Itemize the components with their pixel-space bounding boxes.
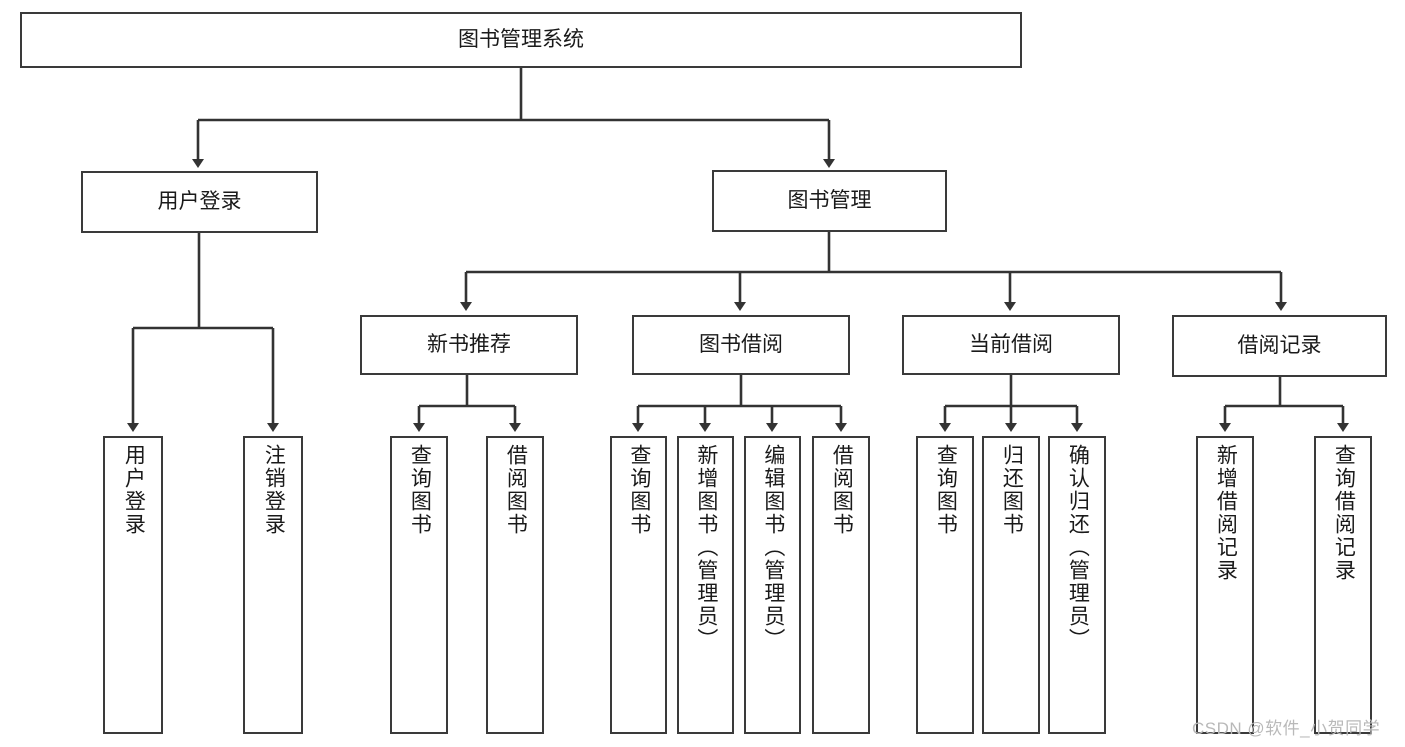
node-label: 编辑图书（管理员）	[761, 444, 785, 651]
node-borrow-record[interactable]: 借阅记录	[1172, 315, 1387, 377]
node-label: 确认归还（管理员）	[1066, 444, 1090, 651]
node-user-login[interactable]: 用户登录	[81, 171, 318, 233]
node-root-system[interactable]: 图书管理系统	[20, 12, 1022, 68]
node-label: 借阅图书	[504, 444, 528, 536]
node-leaf-query-book-current[interactable]: 查询图书	[916, 436, 974, 734]
node-label: 新增图书（管理员）	[694, 444, 718, 651]
node-leaf-user-logout[interactable]: 注销登录	[243, 436, 303, 734]
node-label: 图书借阅	[699, 332, 783, 356]
node-leaf-return-book[interactable]: 归还图书	[982, 436, 1040, 734]
node-label: 图书管理系统	[458, 27, 584, 51]
node-label: 当前借阅	[969, 332, 1053, 356]
node-label: 查询图书	[627, 444, 651, 536]
node-label: 用户登录	[122, 444, 146, 536]
node-label: 注销登录	[262, 444, 286, 536]
node-leaf-query-book-recommend[interactable]: 查询图书	[390, 436, 448, 734]
node-label: 归还图书	[1000, 444, 1024, 536]
node-label: 用户登录	[157, 189, 242, 213]
csdn-watermark: CSDN @软件_小贺同学	[1192, 719, 1381, 738]
node-label: 借阅图书	[830, 444, 854, 536]
node-leaf-query-book-borrow[interactable]: 查询图书	[610, 436, 667, 734]
node-leaf-add-borrow-record[interactable]: 新增借阅记录	[1196, 436, 1254, 734]
node-leaf-query-borrow-record[interactable]: 查询借阅记录	[1314, 436, 1372, 734]
node-label: 查询图书	[934, 444, 958, 536]
node-label: 查询图书	[408, 444, 432, 536]
node-leaf-borrow-book[interactable]: 借阅图书	[812, 436, 870, 734]
node-label: 图书管理	[787, 188, 872, 212]
node-leaf-confirm-return[interactable]: 确认归还（管理员）	[1048, 436, 1106, 734]
node-label: 新增借阅记录	[1214, 444, 1238, 582]
node-leaf-borrow-book-recommend[interactable]: 借阅图书	[486, 436, 544, 734]
node-leaf-add-book[interactable]: 新增图书（管理员）	[677, 436, 734, 734]
node-book-borrow[interactable]: 图书借阅	[632, 315, 850, 375]
node-leaf-edit-book[interactable]: 编辑图书（管理员）	[744, 436, 801, 734]
node-current-borrow[interactable]: 当前借阅	[902, 315, 1120, 375]
node-label: 查询借阅记录	[1332, 444, 1356, 582]
node-leaf-user-login[interactable]: 用户登录	[103, 436, 163, 734]
node-label: 新书推荐	[427, 332, 511, 356]
node-book-manage[interactable]: 图书管理	[712, 170, 947, 232]
node-new-book-recommend[interactable]: 新书推荐	[360, 315, 578, 375]
node-label: 借阅记录	[1237, 333, 1322, 357]
